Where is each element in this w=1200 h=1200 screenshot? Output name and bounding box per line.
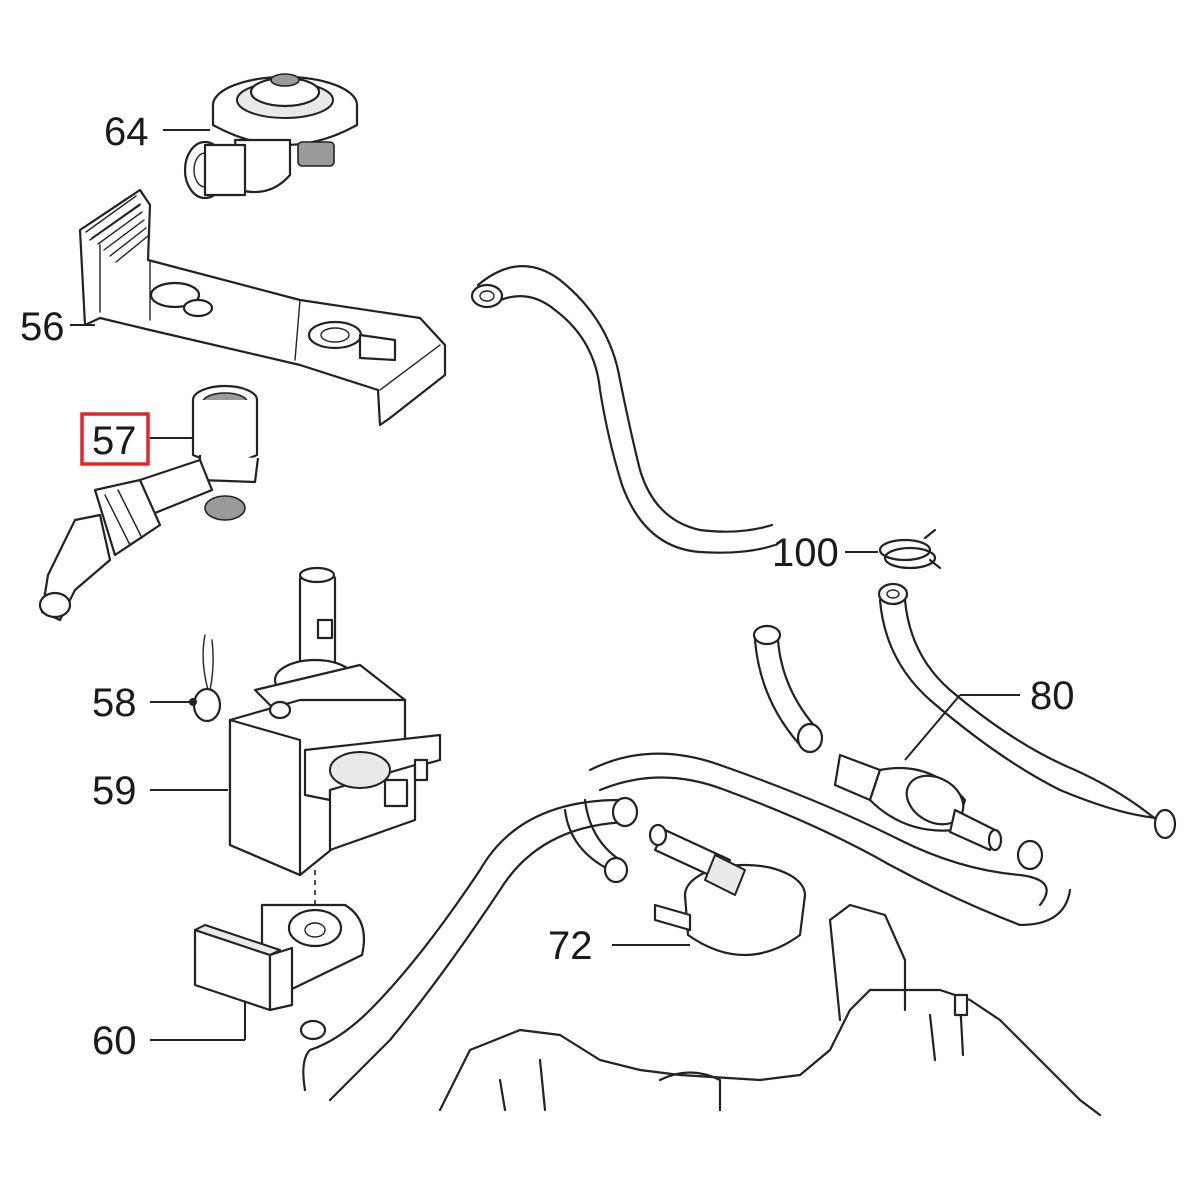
part-64-valve bbox=[183, 73, 359, 200]
hose-right-long bbox=[877, 582, 1177, 840]
leader-80-diag bbox=[904, 694, 961, 761]
hose-mid bbox=[563, 798, 629, 884]
part-60-bracket bbox=[193, 903, 366, 1012]
callout-100: 100 bbox=[772, 531, 839, 575]
part-58-sensor bbox=[189, 634, 222, 723]
callout-80: 80 bbox=[1030, 674, 1075, 718]
callout-60: 60 bbox=[92, 1019, 137, 1063]
hose-short-bend bbox=[752, 624, 824, 754]
callout-59: 59 bbox=[92, 769, 137, 813]
hose-lower-left bbox=[299, 796, 639, 1102]
part-56-holder bbox=[78, 188, 447, 427]
callout-72: 72 bbox=[548, 924, 593, 968]
callout-58: 58 bbox=[92, 681, 137, 725]
housing-base bbox=[438, 903, 1102, 1117]
callout-57: 57 bbox=[92, 419, 137, 463]
callout-64: 64 bbox=[104, 110, 149, 154]
part-57-connector bbox=[38, 384, 260, 622]
part-80-filter bbox=[833, 753, 1003, 852]
part-72-valve bbox=[648, 823, 807, 957]
part-59-pump bbox=[228, 566, 442, 930]
callout-57-highlight-box bbox=[80, 412, 150, 466]
callout-56: 56 bbox=[20, 305, 65, 349]
hose-upper-s bbox=[470, 265, 777, 554]
hose-long-loop bbox=[588, 752, 1072, 927]
part-100-clamp bbox=[878, 528, 942, 570]
